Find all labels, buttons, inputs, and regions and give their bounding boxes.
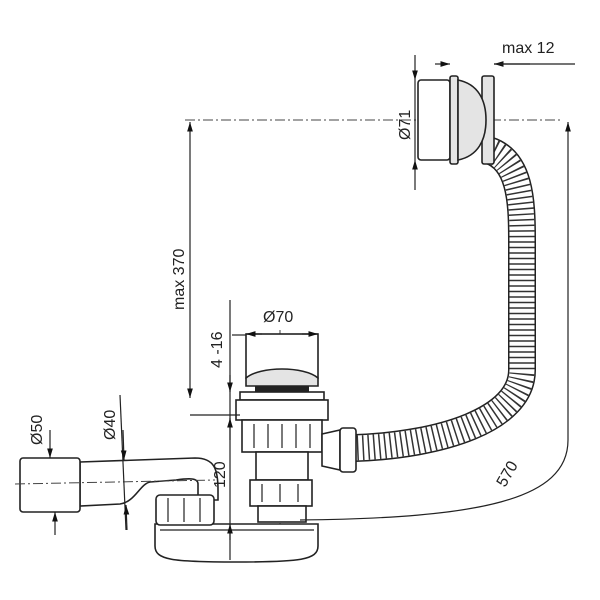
hose-connector (321, 427, 357, 473)
label-max-12: max 12 (502, 40, 555, 57)
label-plug-travel: 4 -16 (209, 331, 226, 368)
label-outlet-inner: Ø40 (102, 410, 119, 440)
label-outlet-outer: Ø50 (29, 415, 46, 445)
label-hose-length: 570 (494, 458, 522, 490)
dimension-lines (47, 55, 575, 560)
flexible-hose (354, 136, 536, 462)
label-trap-height: 120 (212, 461, 229, 488)
label-overflow-diameter: Ø71 (397, 110, 414, 140)
label-plug-diameter: Ø70 (263, 309, 293, 326)
trap-bowl (154, 523, 319, 563)
drain-plug (235, 333, 329, 523)
outlet-pipe (14, 457, 219, 526)
overflow-head (417, 75, 495, 165)
label-max-370: max 370 (171, 249, 188, 310)
